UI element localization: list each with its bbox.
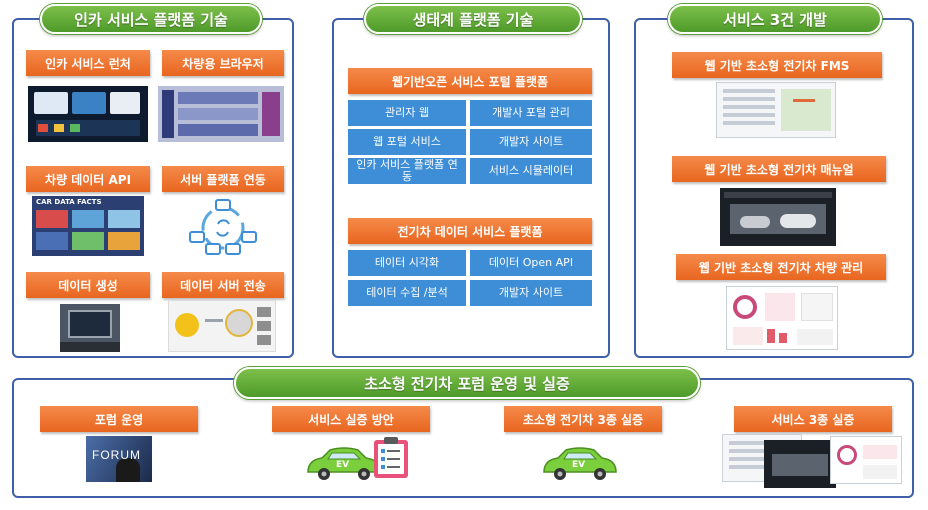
web-ev-fms-label: 웹 기반 초소형 전기차 FMS xyxy=(672,52,882,78)
in-car-platform-link-cell: 인카 서비스 플랫폼 연동 xyxy=(348,158,466,184)
web-ev-manual-label: 웹 기반 초소형 전기차 매뉴얼 xyxy=(672,156,886,182)
vehicle-data-api-label: 차량 데이터 API xyxy=(26,166,150,192)
data-visualization-cell: 테이터 시각화 xyxy=(348,250,466,276)
car-data-facts-image: CAR DATA FACTS xyxy=(32,196,144,256)
forum-operation-label: 포럼 운영 xyxy=(40,406,198,432)
ev-three-model-demonstration-label: 초소형 전기차 3종 실증 xyxy=(504,406,662,432)
manual-screenshot xyxy=(720,188,836,246)
in-car-platform-title: 인카 서비스 플랫폼 기술 xyxy=(40,4,262,34)
server-sync-icon xyxy=(188,198,258,258)
service-screenshot-stack-front xyxy=(830,436,902,484)
server-platform-link-label: 서버 플랫폼 연동 xyxy=(162,166,284,192)
ev-car-text-2: EV xyxy=(572,460,585,470)
in-vehicle-device-photo xyxy=(60,304,120,352)
vehicle-browser-screenshot xyxy=(158,86,284,142)
service-launcher-screenshot xyxy=(28,86,148,142)
web-portal-service-cell: 웹 포털 서비스 xyxy=(348,129,466,155)
data-open-api-cell: 데이터 Open API xyxy=(470,250,592,276)
developer-portal-management-cell: 개발사 포털 관리 xyxy=(470,100,592,126)
ev-car-text-1: EV xyxy=(336,460,349,470)
ecosystem-platform-title: 생태계 플랫폼 기술 xyxy=(364,4,582,34)
service-development-title: 서비스 3건 개발 xyxy=(668,4,882,34)
car-data-facts-caption: CAR DATA FACTS xyxy=(36,198,102,206)
service-screenshot-stack-middle xyxy=(764,440,836,488)
service-simulator-cell: 서비스 시뮬레이터 xyxy=(470,158,592,184)
forum-image-text: FORUM xyxy=(92,448,141,462)
developer-site-cell-2: 개발자 사이트 xyxy=(470,280,592,306)
web-ev-vehicle-management-label: 웹 기반 초소형 전기차 차량 관리 xyxy=(676,254,886,280)
vehicle-browser-label: 차량용 브라우저 xyxy=(162,50,284,76)
clipboard-checklist-icon xyxy=(370,436,412,480)
data-server-transfer-label: 데이터 서버 전송 xyxy=(162,272,284,298)
data-generation-label: 데이터 생성 xyxy=(26,272,150,298)
admin-web-cell: 관리자 웹 xyxy=(348,100,466,126)
fms-screenshot xyxy=(716,82,836,138)
forum-image: FORUM xyxy=(86,436,152,482)
ev-car-icon-2: EV xyxy=(540,446,620,482)
in-car-service-launcher-label: 인카 서비스 런처 xyxy=(26,50,150,76)
forum-demonstration-title: 초소형 전기차 포럼 운영 및 실증 xyxy=(234,367,700,399)
vehicle-management-screenshot xyxy=(726,286,838,350)
ev-data-platform-header: 전기차 데이터 서비스 플랫폼 xyxy=(348,218,592,244)
open-portal-platform-header: 웹기반오픈 서비스 포털 플랫폼 xyxy=(348,68,592,94)
data-transfer-diagram xyxy=(168,300,276,352)
three-service-demonstration-label: 서비스 3종 실증 xyxy=(734,406,892,432)
developer-site-cell: 개발자 사이트 xyxy=(470,129,592,155)
service-demonstration-plan-label: 서비스 실증 방안 xyxy=(272,406,430,432)
data-collection-analysis-cell: 테이터 수집 /분석 xyxy=(348,280,466,306)
